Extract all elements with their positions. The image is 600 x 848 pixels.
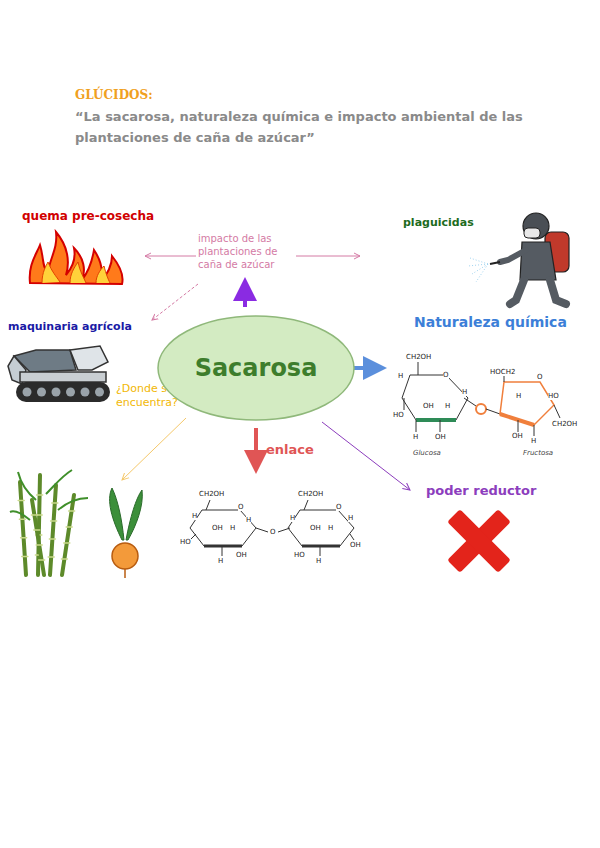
track-wheel	[66, 388, 75, 397]
title: GLÚCIDOS:	[75, 88, 153, 102]
arrow	[243, 289, 247, 307]
cane-node	[61, 558, 67, 560]
atom-label: O	[443, 371, 449, 379]
sucrose-haworth-structure	[402, 362, 560, 436]
sprayer-icon	[468, 213, 569, 304]
cane-node	[64, 542, 70, 544]
atom-label: H	[445, 402, 450, 410]
cane-node	[52, 502, 58, 504]
atom-label: HO	[294, 551, 305, 559]
branch-label: enlace	[266, 442, 314, 457]
branch-label: plaguicidas	[403, 216, 474, 229]
atom-label: OH	[423, 402, 434, 410]
atom-label: O	[336, 503, 342, 511]
cane-stalk	[62, 495, 74, 575]
track-wheel	[81, 388, 90, 397]
atom-label: H	[531, 437, 536, 445]
subtitle: “La sacarosa, naturaleza química e impac…	[75, 106, 535, 148]
atom-label: H	[328, 524, 333, 532]
cane-stalk	[32, 500, 44, 575]
atom-label: CH2OH	[406, 353, 431, 361]
arrow	[296, 256, 360, 257]
cane-node	[31, 514, 37, 516]
atom-label: O	[537, 373, 543, 381]
atom-label: O	[238, 503, 244, 511]
molecule-name: Glucosa	[413, 449, 441, 457]
atom-label: H	[462, 388, 467, 396]
cane-node	[51, 520, 57, 522]
track-wheel	[37, 388, 46, 397]
node-title: Sacarosa	[195, 354, 318, 382]
atom-label: OH	[350, 541, 361, 549]
atom-label: HOCH2	[490, 368, 515, 376]
atom-label: H	[348, 514, 353, 522]
arrow	[322, 422, 410, 490]
cane-node	[39, 559, 45, 561]
atom-label: H	[316, 557, 321, 565]
atom-label: H	[290, 514, 295, 522]
atom-label: OH	[512, 432, 523, 440]
concept-ellipse: Sacarosa	[157, 315, 355, 421]
track-wheel	[52, 388, 61, 397]
branch-label: Naturaleza química	[414, 314, 567, 330]
atom-label: H	[192, 512, 197, 520]
cane-node	[21, 537, 27, 539]
branch-label: impacto de las plantaciones de caña de a…	[198, 232, 293, 271]
branch-label: poder reductor	[426, 483, 536, 498]
molecule-name: Fructosa	[523, 449, 553, 457]
cane-node	[69, 510, 75, 512]
node-content: Sacarosa	[157, 315, 355, 421]
cane-node	[18, 500, 24, 502]
atom-label: HO	[180, 538, 191, 546]
flames-icon	[30, 232, 123, 284]
atom-label: OH	[212, 524, 223, 532]
atom-label: OH	[435, 433, 446, 441]
sugarcane-icon	[10, 470, 88, 575]
atom-label: H	[398, 372, 403, 380]
cane-node	[49, 538, 55, 540]
cane-node	[37, 494, 43, 496]
atom-label: H	[413, 433, 418, 441]
arrow	[254, 428, 258, 462]
cane-node	[36, 544, 42, 546]
atom-label: H	[230, 524, 235, 532]
atom-label: H	[246, 516, 251, 524]
atom-label: H	[218, 557, 223, 565]
branch-label: quema pre-cosecha	[22, 209, 154, 223]
atom-label: CH2OH	[298, 490, 323, 498]
cane-node	[19, 518, 25, 520]
atom-label: OH	[310, 524, 321, 532]
atom-label: H	[516, 392, 521, 400]
atom-label: CH2OH	[199, 490, 224, 498]
arrow	[152, 284, 198, 320]
arrow	[145, 256, 196, 257]
track-wheel	[95, 388, 104, 397]
cane-node	[22, 556, 28, 558]
red-cross-icon	[447, 509, 511, 573]
glycosidic-bond-structure	[190, 500, 354, 556]
atom-label: HO	[548, 392, 559, 400]
atom-label: HO	[393, 411, 404, 419]
atom-label: OH	[236, 551, 247, 559]
excavator-icon	[8, 346, 110, 402]
branch-label: maquinaria agrícola	[8, 320, 132, 333]
beet-icon	[110, 488, 143, 578]
track-wheel	[23, 388, 32, 397]
cane-stalk	[50, 485, 56, 575]
arrow	[122, 418, 186, 480]
cane-node	[34, 529, 40, 531]
cane-node	[66, 526, 72, 528]
cane-stalk	[20, 482, 26, 575]
cane-node	[48, 556, 54, 558]
atom-label: CH2OH	[552, 420, 577, 428]
atom-label: O	[270, 528, 276, 536]
